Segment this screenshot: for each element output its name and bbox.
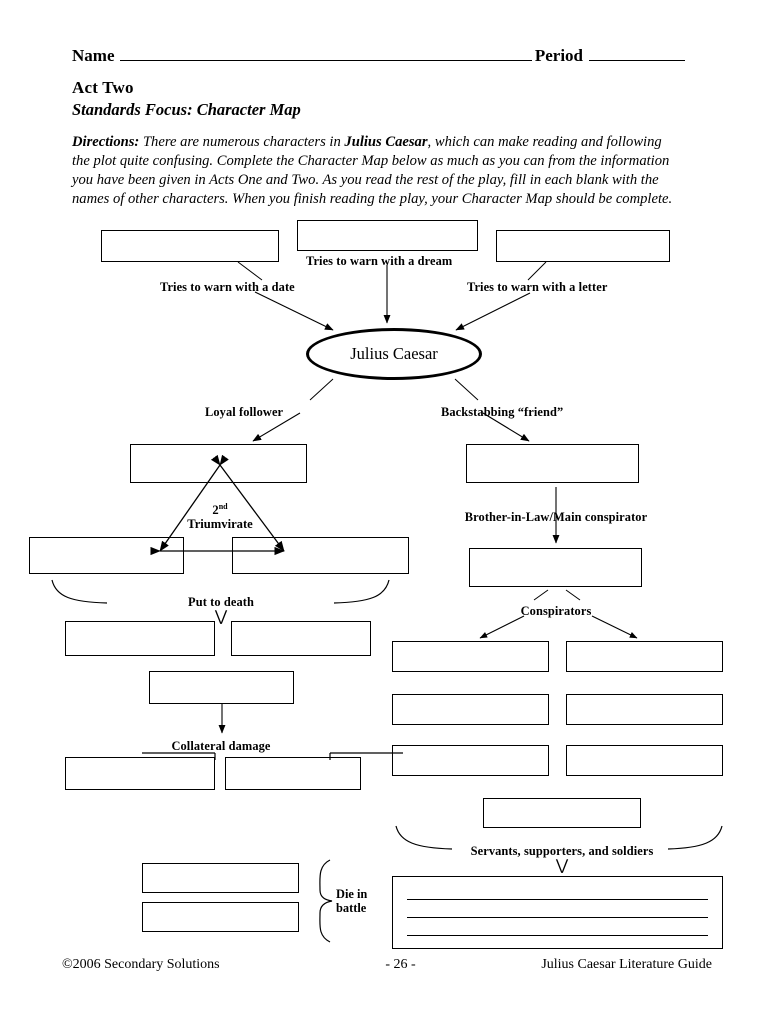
- die-in-battle-line-2: battle: [336, 900, 367, 915]
- blank-die-in-battle-1[interactable]: [142, 863, 299, 893]
- blank-backstabber[interactable]: [466, 444, 639, 483]
- footer-page-number: - 26 -: [385, 957, 416, 972]
- label-conspirators: Conspirators: [520, 604, 592, 618]
- blank-die-in-battle-2[interactable]: [142, 902, 299, 932]
- period-write-line[interactable]: [589, 59, 685, 61]
- triumvirate-ordinal-suffix: nd: [218, 502, 228, 511]
- blank-servants-supporters-soldiers[interactable]: [392, 876, 723, 949]
- writing-line-2: [407, 917, 708, 918]
- directions-part-1: There are numerous characters in: [139, 134, 345, 150]
- blank-conspirator-3[interactable]: [392, 694, 549, 725]
- label-warn-with-dream: Tries to warn with a dream: [306, 254, 453, 268]
- footer-copyright: ©2006 Secondary Solutions: [62, 957, 220, 972]
- label-die-in-battle: Die in battle: [336, 887, 368, 916]
- directions-paragraph: Directions: There are numerous character…: [72, 133, 682, 209]
- page-footer: ©2006 Secondary Solutions - 26 - Julius …: [62, 957, 712, 973]
- label-backstabbing-friend: Backstabbing “friend”: [441, 405, 564, 419]
- label-warn-with-letter: Tries to warn with a letter: [467, 280, 608, 294]
- center-node-label: Julius Caesar: [350, 344, 438, 363]
- servants-vee-glyph: ⋁: [555, 858, 569, 874]
- label-servants-supporters-soldiers: Servants, supporters, and soldiers: [470, 844, 654, 858]
- blank-warned-by-date[interactable]: [101, 230, 279, 262]
- die-in-battle-line-1: Die in: [336, 887, 368, 901]
- period-label: Period: [534, 46, 583, 65]
- name-label: Name: [72, 46, 115, 65]
- blank-conspirator-1[interactable]: [392, 641, 549, 672]
- blank-put-to-death-right[interactable]: [231, 621, 371, 656]
- blank-triumvir-left[interactable]: [29, 537, 184, 574]
- blank-conspirator-4[interactable]: [566, 694, 723, 725]
- blank-conspirator-7[interactable]: [483, 798, 641, 828]
- blank-main-conspirator[interactable]: [469, 548, 642, 587]
- footer-guide-title: Julius Caesar Literature Guide: [541, 957, 712, 972]
- name-write-line[interactable]: [120, 59, 532, 61]
- label-put-to-death: Put to death: [188, 595, 254, 609]
- blank-conspirator-5[interactable]: [392, 745, 549, 776]
- name-period-row: Name Period: [72, 46, 688, 66]
- put-to-death-vee-glyph: ⋁: [214, 609, 228, 625]
- directions-lead: Directions:: [72, 134, 140, 150]
- blank-collateral-left[interactable]: [65, 757, 215, 790]
- label-loyal-follower: Loyal follower: [205, 405, 284, 419]
- directions-part-2: , which can make reading and following t…: [72, 134, 673, 207]
- blank-put-to-death-left[interactable]: [65, 621, 215, 656]
- standards-focus-subtitle: Standards Focus: Character Map: [72, 100, 301, 119]
- blank-collateral-source[interactable]: [149, 671, 294, 704]
- directions-title-bold: Julius Caesar: [344, 134, 428, 150]
- blank-triumvir-right[interactable]: [232, 537, 409, 574]
- blank-warned-by-dream[interactable]: [297, 220, 478, 251]
- label-second-triumvirate: 2nd Triumvirate: [187, 502, 253, 532]
- writing-line-3: [407, 935, 708, 936]
- center-node-julius-caesar: Julius Caesar: [306, 328, 482, 380]
- label-brother-in-law: Brother-in-Law/Main conspirator: [464, 510, 648, 524]
- blank-collateral-right[interactable]: [225, 757, 361, 790]
- blank-conspirator-2[interactable]: [566, 641, 723, 672]
- writing-line-1: [407, 899, 708, 900]
- page-title: Act Two: [72, 78, 134, 97]
- triumvirate-word: Triumvirate: [187, 517, 253, 532]
- blank-conspirator-6[interactable]: [566, 745, 723, 776]
- label-collateral-damage: Collateral damage: [171, 739, 271, 753]
- label-warn-with-date: Tries to warn with a date: [160, 280, 295, 294]
- blank-warned-by-letter[interactable]: [496, 230, 670, 262]
- blank-loyal-follower[interactable]: [130, 444, 307, 483]
